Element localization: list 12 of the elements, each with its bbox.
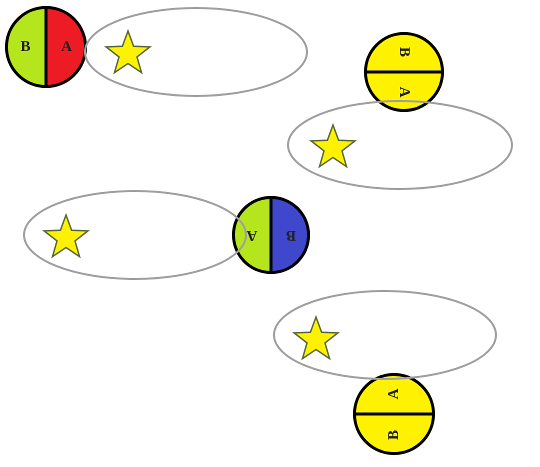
letter-label: A [245, 226, 258, 245]
letter-label: B [284, 226, 297, 245]
split-circle [232, 196, 310, 274]
split-circle [364, 32, 444, 112]
split-circle [5, 6, 87, 88]
letter-label: A [395, 86, 413, 100]
letter-label: B [395, 46, 413, 59]
letter-label: B [19, 38, 32, 57]
letter-label: A [385, 387, 403, 402]
letter-label: B [385, 428, 403, 442]
split-circle [353, 373, 435, 455]
letter-label: A [60, 38, 73, 57]
